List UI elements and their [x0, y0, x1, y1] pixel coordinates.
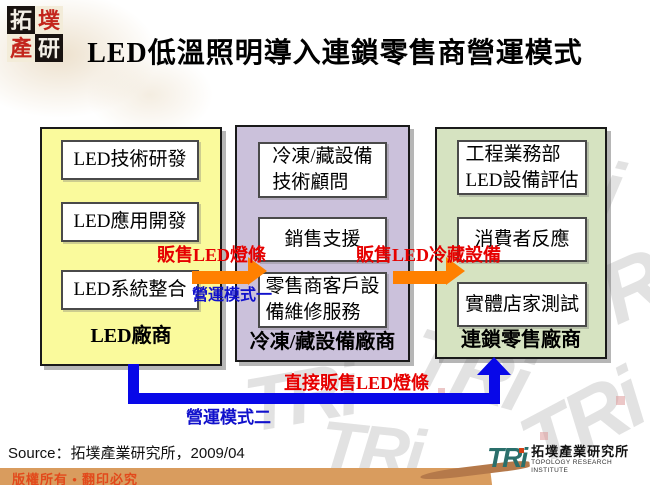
process-box-label: 實體店家測試 [464, 293, 579, 315]
tri-logo: TRi 拓墣產業研究所 TOPOLOGY RESEARCH INSTITUTE [487, 442, 650, 475]
slide-title: LED低溫照明導入連鎖零售商營運模式 [87, 38, 583, 69]
process-box-label: 工程業務部 LED設備評估 [465, 143, 579, 191]
watermark-dot [438, 388, 445, 395]
mode-two-path-left-segment [128, 364, 139, 404]
institute-name-zh: 拓墣產業研究所 [531, 444, 630, 459]
red-dot-icon [519, 448, 525, 453]
seal-char-tuo: 拓 [7, 6, 35, 34]
right-arrow-icon [192, 271, 248, 284]
process-box-label: LED系統整合 [73, 279, 187, 300]
panel-label: 冷凍/藏設備廠商 [249, 331, 396, 353]
tri-mark-text: TRi [487, 442, 528, 473]
panel-label: LED廠商 [90, 325, 172, 347]
process-box-label: LED應用開發 [73, 211, 187, 232]
sell-led-strips-label: 販售LED燈條 [157, 245, 267, 265]
topology-seal-logo: 拓 墣 產 研 [7, 6, 63, 62]
process-box: 銷售支援 [258, 217, 387, 262]
process-box: 零售商客戶設 備維修服務 [258, 272, 387, 328]
process-box: 工程業務部 LED設備評估 [457, 140, 587, 195]
process-box: 冷凍/藏設備 技術顧問 [258, 142, 387, 198]
process-box-label: LED技術研發 [73, 149, 187, 170]
mode-two-path-right-segment [489, 374, 500, 404]
panel-led-vendor: LED技術研發 LED應用開發 LED系統整合 LED廠商 [40, 127, 222, 366]
process-box-label: 消費者反應 [474, 228, 570, 250]
right-arrow-icon [393, 271, 446, 284]
process-box-label: 零售商客戶設 備維修服務 [265, 276, 380, 323]
process-box-label: 銷售支援 [284, 228, 361, 250]
process-box-label: 冷凍/藏設備 技術顧問 [272, 146, 373, 193]
copyright-text: 版權所有 • 翻印必究 [12, 472, 139, 485]
direct-sell-label: 直接販售LED燈條 [284, 373, 430, 393]
source-note: Source：拓墣產業研究所，2009/04 [8, 445, 245, 462]
panel-chain-retailer: 工程業務部 LED設備評估 消費者反應 實體店家測試 連鎖零售廠商 [435, 127, 607, 359]
panel-freezer-vendor: 冷凍/藏設備 技術顧問 銷售支援 零售商客戶設 備維修服務 冷凍/藏設備廠商 [235, 125, 410, 362]
up-arrow-icon [477, 357, 511, 375]
seal-char-yan: 研 [35, 34, 63, 62]
tri-mark: TRi [487, 442, 528, 473]
seal-char-chan: 產 [7, 34, 35, 62]
institute-name-en: TOPOLOGY RESEARCH INSTITUTE [531, 459, 613, 474]
process-box: 消費者反應 [457, 217, 587, 262]
right-arrow-head-icon [446, 257, 465, 285]
watermark-dot [616, 396, 625, 405]
seal-char-pu: 墣 [35, 6, 63, 34]
process-box: LED應用開發 [61, 202, 199, 242]
process-box: LED系統整合 [61, 270, 199, 310]
mode-two-label: 營運模式二 [186, 408, 271, 427]
mode-one-label: 營運模式一 [192, 287, 273, 304]
right-arrow-head-icon [248, 257, 267, 285]
sell-led-refrigeration-label: 販售LED冷藏設備 [356, 245, 502, 265]
panel-label: 連鎖零售廠商 [461, 329, 581, 351]
process-box: 實體店家測試 [457, 282, 587, 327]
watermark-dot [540, 432, 548, 440]
process-box: LED技術研發 [61, 140, 199, 180]
mode-two-path-bottom-segment [128, 393, 500, 404]
